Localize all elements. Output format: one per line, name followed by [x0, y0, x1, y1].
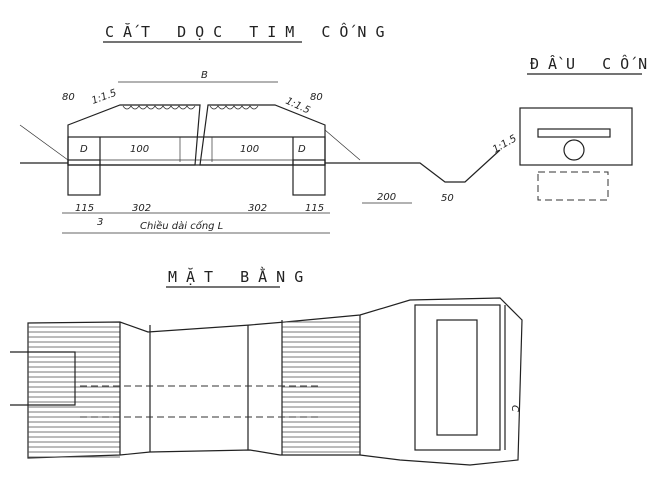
width-label: B [201, 70, 208, 81]
ditch-width: 50 [441, 193, 454, 204]
dim-115-right: 115 [305, 203, 324, 214]
footings [67, 159, 326, 196]
embankment [67, 104, 326, 166]
berm-left: 80 [62, 92, 75, 103]
ditch-slope: 1:1.5 [491, 133, 519, 155]
plan-title: MẶT BẰNG [168, 266, 312, 286]
berm-right: 80 [310, 92, 323, 103]
length-label: Chiều dài cống L [140, 219, 223, 232]
pipe-d-right: D [298, 144, 306, 155]
apron-length: 200 [377, 192, 396, 203]
dim-302-left: 302 [132, 203, 151, 214]
pipe-d-left: D [80, 144, 88, 155]
seg-right: 100 [240, 144, 259, 155]
dim-302-right: 302 [248, 203, 267, 214]
dim-115-left: 115 [75, 203, 94, 214]
section-title: CẮT DỌC TIM CỐNG [105, 22, 394, 41]
slope-left: 1:1.5 [90, 88, 118, 107]
plan-side-label: C [509, 405, 520, 412]
dim-gap: 3 [97, 217, 103, 228]
head-wall [519, 107, 633, 201]
cone-slopes [19, 124, 361, 161]
ground-line [20, 149, 501, 183]
plan-outline [10, 297, 523, 466]
seg-left: 100 [130, 144, 149, 155]
culvert-box [67, 136, 326, 166]
head-title: ĐẦU CỐNG [530, 54, 650, 73]
